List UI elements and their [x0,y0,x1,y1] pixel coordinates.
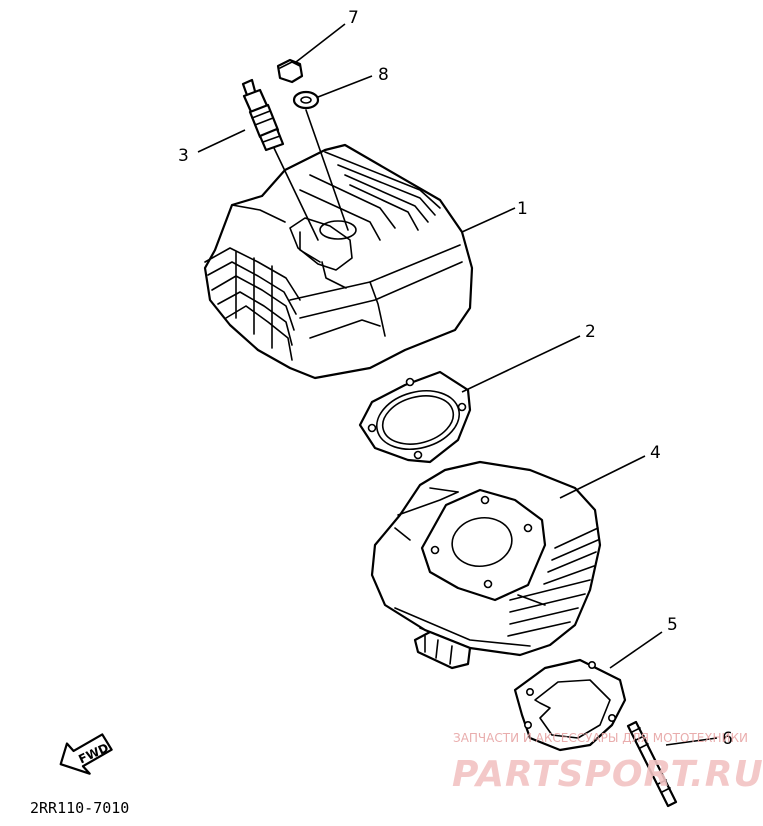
leader-line-6 [665,737,718,746]
fwd-arrow-icon: FWD [59,733,113,775]
callout-7: 7 [348,8,359,28]
callout-5: 5 [667,615,678,635]
assembly-line [273,147,319,241]
callout-6: 6 [722,729,733,749]
watermark: ЗАПЧАСТИ И АКСЕССУАРЫ ДЛЯ МОТОТЕХНИКИ PA… [452,731,763,795]
leader-line-4 [559,455,646,499]
stud-bolt [626,720,678,808]
washer [292,90,320,110]
callout-3: 3 [178,146,189,166]
leader-line-1 [461,207,516,233]
leader-line-7 [295,23,346,63]
leader-line-2 [461,335,581,393]
callout-1: 1 [517,199,528,219]
drawing-code: 2RR110-7010 [30,799,129,817]
nut [276,58,304,84]
leader-line-3 [197,129,246,153]
cylinder-head [203,143,474,380]
watermark-tagline: ЗАПЧАСТИ И АКСЕССУАРЫ ДЛЯ МОТОТЕХНИКИ [453,731,748,745]
spark-plug [241,78,285,152]
callout-8: 8 [378,65,389,85]
assembly-line [305,109,349,231]
base-gasket [513,658,627,752]
watermark-site: PARTSPORT.RU [452,754,763,795]
callout-4: 4 [650,443,661,463]
callout-2: 2 [585,322,596,342]
cylinder [370,460,602,670]
leader-line-8 [317,75,373,98]
head-gasket [358,370,472,464]
leader-line-5 [609,631,663,669]
